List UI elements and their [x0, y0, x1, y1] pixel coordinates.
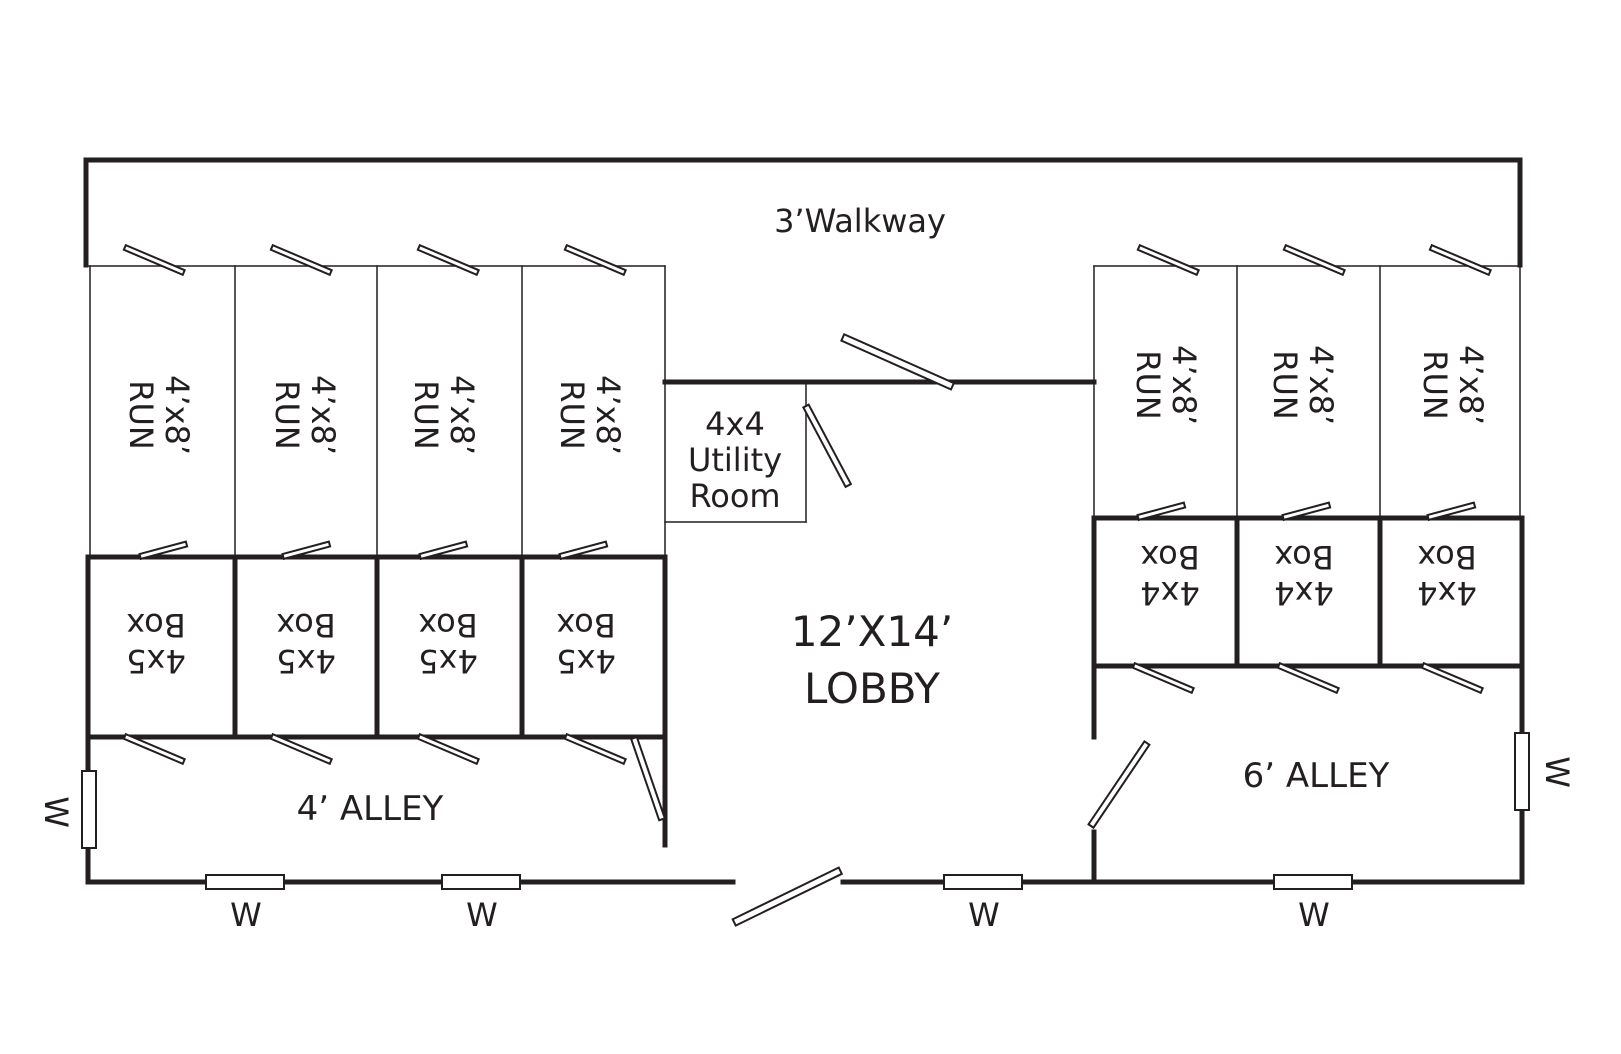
right-run-walls [1093, 265, 1521, 519]
perimeter-walls [85, 663, 1525, 885]
run-5: 4’x8’ RUN [1129, 345, 1203, 425]
door-alley-r2 [1276, 661, 1341, 695]
run-6-label: RUN [1266, 350, 1304, 420]
run-7-size: 4’x8’ [1452, 345, 1490, 425]
window-bottom-2 [441, 874, 521, 890]
door-box-r2 [1281, 501, 1332, 522]
box-r2: 4x4 Box [1274, 538, 1334, 612]
box-l1: 4x5 Box [126, 606, 186, 680]
box-r2-size: 4x4 [1274, 574, 1334, 612]
door-run-4 [563, 243, 628, 277]
run-1: 4’x8’ RUN [122, 375, 196, 455]
windows [81, 732, 1530, 890]
box-l3-size: 4x5 [418, 642, 478, 680]
window-bottom-4 [1273, 874, 1353, 890]
window-bottom-1 [205, 874, 285, 890]
run-6: 4’x8’ RUN [1266, 345, 1340, 425]
door-alley-l1 [122, 732, 187, 766]
run-4-size: 4’x8’ [589, 375, 627, 455]
door-entrance [731, 866, 844, 927]
box-r3-size: 4x4 [1417, 574, 1477, 612]
utility-size: 4x4 [705, 405, 765, 443]
door-alley-l3 [416, 732, 481, 766]
window-bottom-3 [943, 874, 1023, 890]
door-alley-r3 [1420, 661, 1485, 695]
box-r3-label: Box [1417, 538, 1476, 576]
door-box-l1 [138, 540, 189, 561]
door-box-l2 [281, 540, 332, 561]
run-1-size: 4’x8’ [158, 375, 196, 455]
run-5-label: RUN [1129, 350, 1167, 420]
walkway-label: 3’Walkway [774, 202, 946, 240]
lobby-label: LOBBY [804, 664, 940, 713]
box-r3: 4x4 Box [1417, 538, 1477, 612]
door-run-7 [1428, 243, 1493, 277]
window-label-3: W [968, 896, 1000, 934]
utility-label: Utility [688, 441, 782, 479]
run-1-label: RUN [122, 380, 160, 450]
box-r1: 4x4 Box [1140, 538, 1200, 612]
alley-left-label: 4’ ALLEY [297, 789, 444, 829]
lobby-size: 12’X14’ [791, 607, 953, 656]
run-6-size: 4’x8’ [1302, 345, 1340, 425]
run-7: 4’x8’ RUN [1416, 345, 1490, 425]
door-alley-right-exit [1087, 740, 1151, 830]
door-utility [801, 403, 853, 489]
run-7-label: RUN [1416, 350, 1454, 420]
box-l1-size: 4x5 [126, 642, 186, 680]
door-alley-l4 [563, 732, 628, 766]
run-5-size: 4’x8’ [1165, 345, 1203, 425]
door-box-l4 [558, 540, 609, 561]
door-run-2 [269, 243, 334, 277]
run-3: 4’x8’ RUN [407, 375, 481, 455]
window-label-4: W [1298, 896, 1330, 934]
left-run-walls [85, 265, 666, 559]
door-run-5 [1136, 243, 1201, 277]
doors [122, 243, 1493, 927]
door-box-r3 [1426, 501, 1477, 522]
window-label-left-text: W [37, 796, 75, 828]
door-run-3 [416, 243, 481, 277]
window-label-left: W [37, 796, 75, 828]
run-2-size: 4’x8’ [304, 375, 342, 455]
door-lobby-top [840, 332, 956, 391]
door-alley-r1 [1131, 661, 1196, 695]
window-label-right: W [1538, 756, 1576, 788]
door-run-6 [1282, 243, 1347, 277]
box-l4: 4x5 Box [556, 606, 616, 680]
left-box-walls [85, 554, 668, 740]
box-l2: 4x5 Box [276, 606, 336, 680]
run-4-label: RUN [553, 380, 591, 450]
box-l4-size: 4x5 [556, 642, 616, 680]
door-box-l3 [418, 540, 469, 561]
run-2-label: RUN [268, 380, 306, 450]
walkway-walls [83, 157, 1523, 268]
box-l2-size: 4x5 [276, 642, 336, 680]
box-r1-size: 4x4 [1140, 574, 1200, 612]
door-alley-left-exit [629, 735, 667, 822]
box-l3-label: Box [418, 606, 477, 644]
box-l3: 4x5 Box [418, 606, 478, 680]
window-label-right-text: W [1538, 756, 1576, 788]
run-3-size: 4’x8’ [443, 375, 481, 455]
window-left-wall [81, 770, 97, 849]
door-alley-l2 [269, 732, 334, 766]
window-label-1: W [230, 896, 262, 934]
alley-right-label: 6’ ALLEY [1243, 756, 1390, 796]
box-r1-label: Box [1140, 538, 1199, 576]
box-l1-label: Box [126, 606, 185, 644]
run-3-label: RUN [407, 380, 445, 450]
run-4: 4’x8’ RUN [553, 375, 627, 455]
window-right-wall [1514, 732, 1530, 811]
box-l4-label: Box [556, 606, 615, 644]
box-r2-label: Box [1274, 538, 1333, 576]
utility-room-label: Room [689, 477, 780, 515]
window-label-2: W [466, 896, 498, 934]
box-l2-label: Box [276, 606, 335, 644]
door-box-r1 [1136, 501, 1187, 522]
run-2: 4’x8’ RUN [268, 375, 342, 455]
right-box-walls [1091, 515, 1525, 669]
door-run-1 [122, 243, 187, 277]
